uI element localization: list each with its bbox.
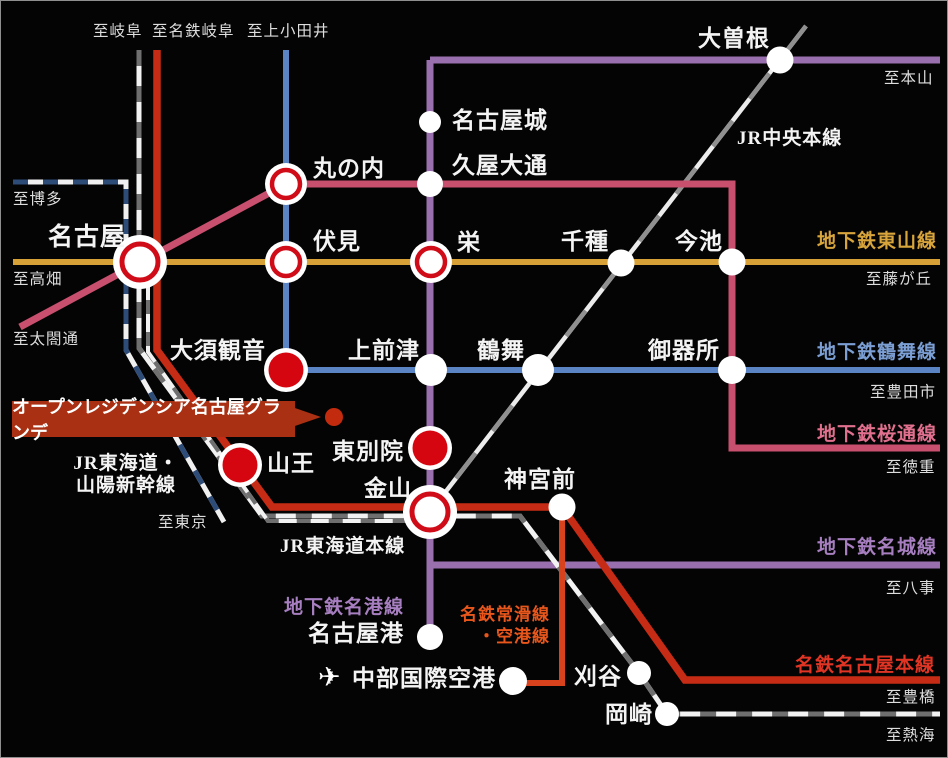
station-ring-marunouchi (269, 167, 303, 201)
line-label-tokoname-line1: 名鉄常滑線 (460, 605, 550, 624)
station-label-nagoya: 名古屋 (48, 224, 127, 251)
station-circle-chikusa (607, 249, 635, 277)
line-tsurumai (283, 50, 940, 373)
station-label-ozone: 大曽根 (698, 26, 770, 51)
property-banner-box (12, 401, 295, 437)
direction-label-gifu: 至岐阜 (93, 23, 143, 40)
direction-label-motoyama: 至本山 (884, 70, 934, 87)
station-circle-tsurumai (522, 354, 554, 386)
line-label-sakuradori: 地下鉄桜通線 (817, 424, 938, 445)
station-circle-kariya (627, 661, 651, 685)
direction-label-tokushige: 至徳重 (886, 459, 936, 476)
station-circle-nagoyako (417, 624, 443, 650)
line-label-jr-shinkansen-line1: JR東海道・ (73, 453, 179, 474)
station-label-gokiso: 御器所 (648, 338, 720, 363)
station-circle-tobetsuin (412, 430, 448, 466)
direction-label-takabata: 至高畑 (13, 271, 63, 288)
station-label-imaike: 今池 (675, 229, 723, 254)
direction-label-tokyo: 至東京 (158, 514, 208, 531)
station-label-kamimaezu: 上前津 (348, 338, 420, 363)
station-circle-imaike (718, 248, 746, 276)
line-label-meitetsu-main: 名鉄名古屋本線 (795, 655, 936, 676)
line-sakuradori (18, 180, 940, 452)
direction-label-meitetsu-gifu: 至名鉄岐阜 (152, 23, 235, 40)
line-label-jr-shinkansen-line2: 山陽新幹線 (75, 474, 176, 496)
line-label-meijo: 地下鉄名城線 (817, 537, 938, 558)
direction-label-toyohashi: 至豊橋 (886, 689, 936, 706)
station-label-sanno: 山王 (267, 451, 315, 476)
property-banner (12, 401, 343, 437)
station-ring-fushimi (269, 245, 303, 279)
station-circle-nagoyajo (419, 111, 441, 133)
line-label-tsurumai: 地下鉄鶴舞線 (817, 342, 938, 363)
direction-label-hakata: 至博多 (13, 191, 63, 208)
station-ring-nagoya (119, 241, 161, 283)
station-label-okazaki: 岡崎 (605, 702, 653, 727)
property-location-dot (325, 408, 343, 426)
station-circles-interchange (113, 163, 457, 539)
station-circle-hisaya-odori (417, 171, 443, 197)
station-label-centrair: 中部国際空港 (352, 666, 496, 691)
station-label-tsurumai: 鶴舞 (477, 338, 525, 363)
airplane-icon: ✈ (318, 662, 341, 693)
station-circle-centrair (499, 667, 527, 695)
line-label-meiko: 地下鉄名港線 (284, 597, 405, 618)
station-circle-jingumae (548, 493, 576, 521)
line-label-tokoname: 名鉄常滑線 ・空港線 (428, 604, 550, 648)
station-label-jingumae: 神宮前 (504, 467, 576, 492)
station-label-hisaya-odori: 久屋大通 (452, 153, 548, 178)
line-label-jr-shinkansen: JR東海道・ 山陽新幹線 (60, 453, 192, 497)
property-banner-pointer (295, 408, 321, 426)
station-label-sakae: 栄 (457, 230, 481, 255)
station-circles-red (218, 348, 452, 487)
line-meitetsu-airport (513, 508, 565, 686)
direction-label-toyotashi: 至豊田市 (870, 384, 937, 401)
direction-label-fujigaoka: 至藤が丘 (866, 271, 933, 288)
station-label-kariya: 刈谷 (574, 664, 622, 689)
station-ring-sakae (414, 245, 448, 279)
station-label-nagoyajo: 名古屋城 (452, 108, 548, 133)
station-circle-gokiso (718, 356, 746, 384)
line-label-jr-chuo: JR中央本線 (737, 128, 843, 149)
station-label-osu-kannon: 大須観音 (170, 338, 266, 363)
station-label-marunouchi: 丸の内 (313, 156, 385, 181)
station-circle-sanno (222, 447, 258, 483)
line-label-jr-tokaido: JR東海道本線 (280, 536, 406, 557)
station-circles-small (415, 46, 794, 726)
station-circle-kamimaezu (415, 354, 447, 386)
direction-label-yagoto: 至八事 (886, 580, 936, 597)
line-label-tokoname-line2: ・空港線 (478, 627, 550, 647)
line-label-higashiyama: 地下鉄東山線 (817, 231, 938, 252)
station-label-fushimi: 伏見 (313, 229, 361, 254)
direction-label-kamiotai: 至上小田井 (247, 23, 330, 40)
station-label-kanayama: 金山 (364, 476, 412, 501)
station-label-nagoyako: 名古屋港 (308, 621, 404, 646)
station-ring-kanayama (409, 491, 451, 533)
station-circle-osu-kannon (268, 352, 304, 388)
station-circle-ozone (766, 46, 794, 74)
direction-label-taikodori: 至太閤通 (13, 331, 80, 348)
line-meijo-meiko (426, 56, 940, 637)
property-banner-label: オープンレジデンシア名古屋グランデ (12, 397, 281, 443)
station-circle-okazaki (655, 702, 679, 726)
station-label-tobetsuin: 東別院 (332, 439, 404, 464)
station-label-chikusa: 千種 (561, 229, 609, 254)
direction-label-atami: 至熱海 (886, 727, 936, 744)
